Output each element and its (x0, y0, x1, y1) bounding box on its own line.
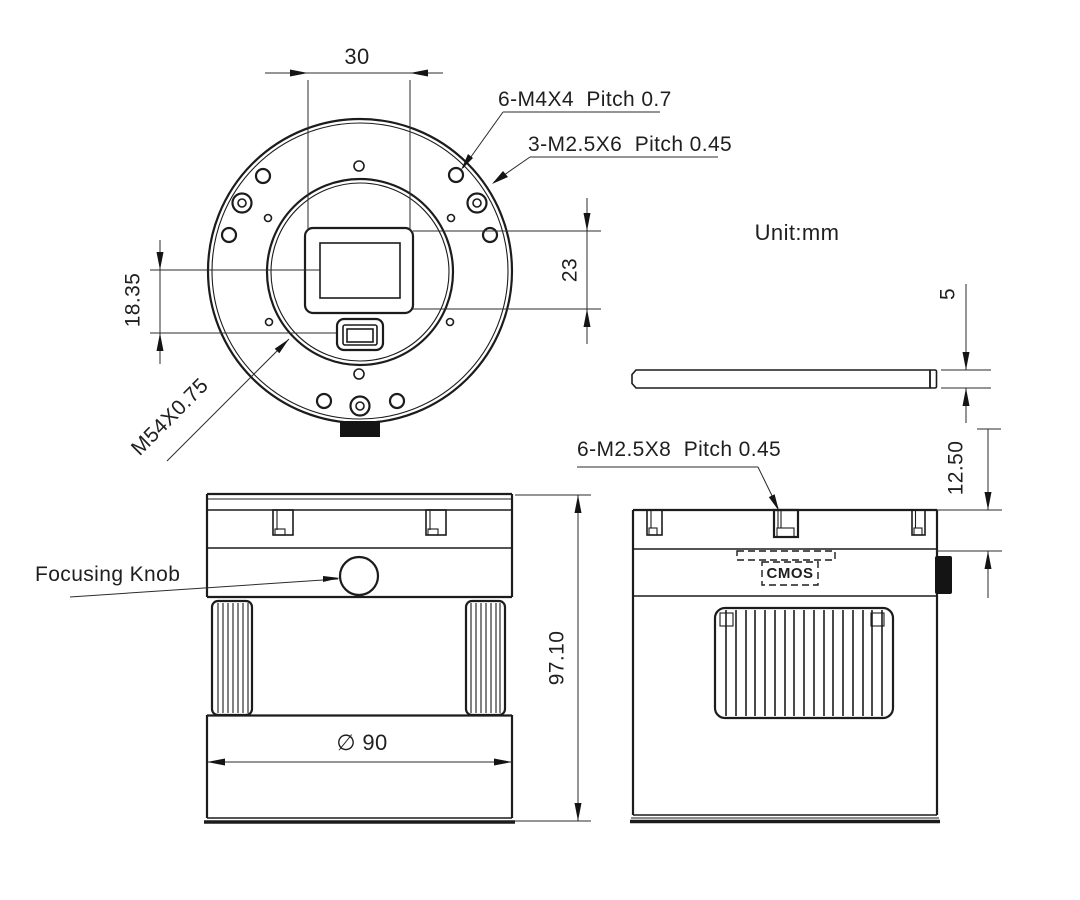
spacer-plate: 5 (631, 284, 991, 423)
leader-m25-holes: 3-M2.5X6 Pitch 0.45 (492, 133, 732, 184)
dim-30-value: 30 (344, 44, 369, 69)
knurled-column-left (210, 599, 254, 717)
cmos-sensor-outline: CMOS (736, 550, 836, 586)
grille-clip-left (719, 612, 734, 627)
side-base (204, 714, 515, 824)
sensor-window (303, 226, 415, 315)
dim-5-value: 5 (937, 288, 960, 300)
m4-holes (220, 166, 499, 410)
side-view: Focusing Knob (35, 492, 591, 824)
label-m25-holes: 3-M2.5X6 Pitch 0.45 (528, 133, 732, 156)
label-thread: M54X0.75 (127, 374, 213, 460)
dim-18-35: 18.35 (122, 240, 336, 364)
dim-30: 30 (265, 44, 443, 231)
dim-diameter-90: ∅ 90 (207, 730, 512, 766)
label-focusing-knob: Focusing Knob (35, 563, 180, 586)
unit-note: Unit:mm (755, 220, 840, 245)
dim-12-50-value: 12.50 (945, 441, 968, 496)
label-m4-holes: 6-M4X4 Pitch 0.7 (498, 88, 672, 111)
side-screw-slots (272, 509, 447, 536)
connector-socket (335, 317, 385, 352)
bottom-tab (340, 421, 380, 437)
back-view: 6-M2.5X8 Pitch 0.45 CMOS (577, 428, 1002, 824)
cmos-label: CMOS (767, 565, 814, 582)
dim-23: 23 (413, 198, 601, 344)
side-port-knob (935, 556, 952, 594)
dim-23-value: 23 (559, 258, 582, 282)
dim-97-10-value: 97.10 (546, 631, 569, 686)
leader-back-screws: 6-M2.5X8 Pitch 0.45 (577, 438, 781, 511)
pin-holes (263, 160, 456, 380)
dim-diameter-value: ∅ 90 (336, 730, 387, 755)
front-view: 30 18.35 23 6-M4X4 Pitch 0.7 (122, 44, 732, 462)
back-screw-slots (646, 508, 926, 539)
leader-thread: M54X0.75 (127, 338, 290, 462)
leader-m4-holes: 6-M4X4 Pitch 0.7 (461, 88, 672, 170)
dim-18-35-value: 18.35 (122, 273, 145, 328)
label-back-screws: 6-M2.5X8 Pitch 0.45 (577, 438, 781, 461)
knurled-column-right (464, 599, 507, 717)
dim-12-50: 12.50 (936, 428, 1002, 598)
heatsink-grille (713, 606, 895, 720)
leader-focusing-knob: Focusing Knob (35, 563, 340, 598)
dim-97-10: 97.10 (515, 494, 591, 822)
focusing-knob (338, 555, 380, 597)
m25-holes (231, 192, 488, 417)
dim-5: 5 (937, 284, 991, 423)
grille-clip-right (870, 612, 885, 627)
